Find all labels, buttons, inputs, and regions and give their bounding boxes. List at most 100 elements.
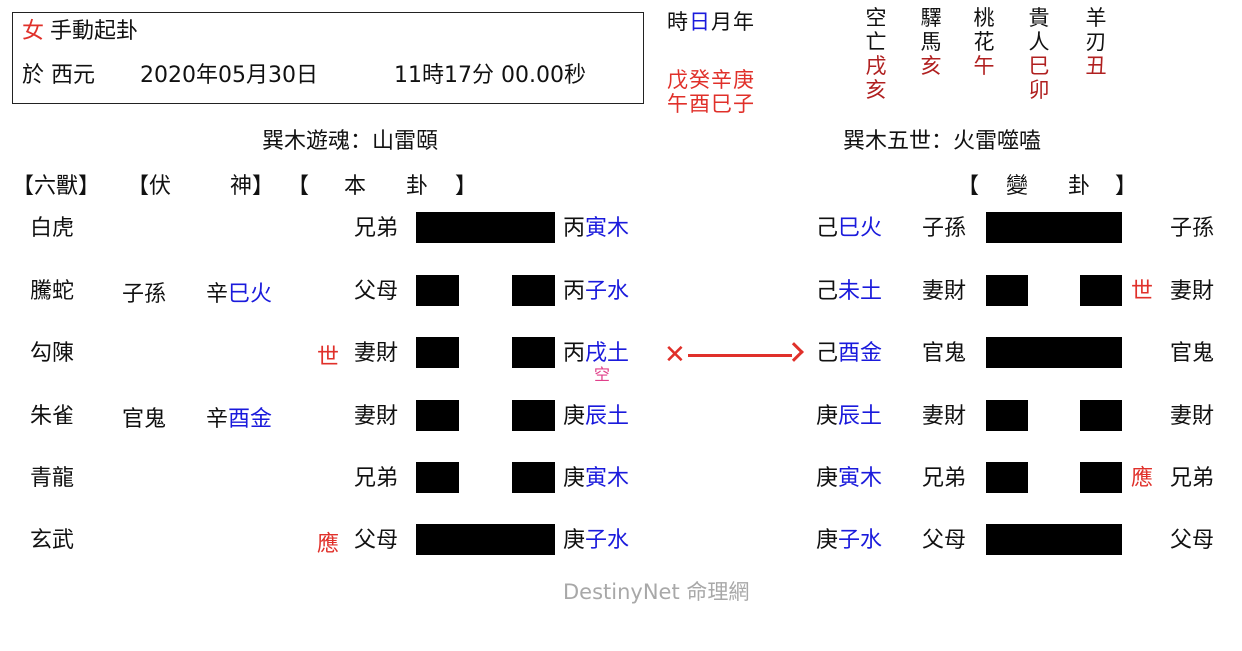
najia-3: 丙戌土: [563, 343, 629, 365]
branch: 子水: [838, 528, 883, 553]
hidden-najia-2: 辛巳火: [206, 284, 272, 306]
pillar-labels: 時日月年: [667, 6, 755, 36]
shensha-name: 羊: [1085, 6, 1107, 30]
pillar-month-label: 月: [711, 10, 733, 34]
najia-5: 庚寅木: [563, 468, 629, 490]
hidden-najia-4: 辛酉金: [206, 409, 272, 431]
arrow-head-icon: [784, 342, 804, 362]
shensha-value: 戌: [865, 54, 887, 78]
ying-marker-changed: 應: [1131, 466, 1154, 491]
stem: 辛: [206, 407, 229, 432]
beast-1: 白虎: [30, 216, 75, 241]
relation-6: 父母: [354, 528, 399, 553]
shensha-taohua: 桃 花 午: [969, 8, 999, 77]
branch: 寅木: [585, 466, 630, 491]
branch: 巳火: [228, 282, 273, 307]
stem: 丙: [563, 341, 586, 366]
c-yin-line-4a: [986, 400, 1028, 431]
stem: 己: [816, 216, 839, 241]
c-yin-line-2a: [986, 275, 1028, 306]
shi-marker-main: 世: [317, 345, 340, 370]
c-najia-2: 己未土: [816, 281, 882, 303]
beast-3: 勾陳: [30, 341, 75, 366]
branch: 戌土: [585, 341, 630, 366]
c-relation-1: 子孫: [922, 216, 967, 241]
shensha-yangren: 羊 刃 丑: [1081, 8, 1111, 77]
header-hidden-open: 【伏: [127, 174, 172, 199]
branch: 子水: [585, 279, 630, 304]
najia-2: 丙子水: [563, 281, 629, 303]
c-relation-right-2: 妻財: [1170, 279, 1215, 304]
header-changed-2: 卦: [1068, 174, 1091, 199]
stem: 己: [816, 279, 839, 304]
date-prefix: 於 西元: [22, 63, 95, 88]
branch: 酉金: [838, 341, 883, 366]
c-relation-4: 妻財: [922, 404, 967, 429]
c-relation-2: 妻財: [922, 279, 967, 304]
stem: 庚: [563, 528, 586, 553]
hidden-relation-4: 官鬼: [122, 407, 167, 432]
yin-line-5a: [416, 462, 459, 493]
branch: 巳火: [838, 216, 883, 241]
header-six-beasts: 【六獸】: [12, 174, 101, 199]
stem: 辛: [206, 282, 229, 307]
najia-4: 庚辰土: [563, 406, 629, 428]
c-najia-5: 庚寅木: [816, 468, 882, 490]
c-yang-line-3: [986, 337, 1122, 368]
shensha-value: 亥: [865, 78, 887, 102]
c-najia-4: 庚辰土: [816, 406, 882, 428]
shensha-name: 亡: [865, 30, 887, 54]
header-hidden-close: 神】: [230, 174, 275, 199]
branch: 未土: [838, 279, 883, 304]
beast-2: 騰蛇: [30, 279, 75, 304]
header-changed-open: 【: [957, 174, 980, 199]
gender-label: 女: [22, 19, 45, 44]
branch: 酉金: [228, 407, 273, 432]
yin-line-4b: [512, 400, 555, 431]
shensha-value: 巳: [1028, 54, 1050, 78]
pillar-year-label: 年: [733, 10, 755, 34]
header-changed-1: 變: [1006, 174, 1029, 199]
yin-line-3b: [512, 337, 555, 368]
shensha-name: 貴: [1028, 6, 1050, 30]
c-relation-right-5: 兄弟: [1170, 466, 1215, 491]
shensha-yima: 驛 馬 亥: [916, 8, 946, 77]
najia-1: 丙寅木: [563, 218, 629, 240]
c-najia-3: 己酉金: [816, 343, 882, 365]
beast-4: 朱雀: [30, 404, 75, 429]
shensha-kongwang: 空 亡 戌 亥: [861, 8, 891, 101]
c-yin-line-5b: [1080, 462, 1122, 493]
method-label: 手動起卦: [50, 19, 139, 44]
header-main-open: 【: [287, 174, 310, 199]
yang-line-1: [416, 212, 555, 243]
beast-6: 玄武: [30, 528, 75, 553]
header-main-2: 卦: [406, 174, 429, 199]
c-najia-1: 己巳火: [816, 218, 882, 240]
shi-marker-changed: 世: [1131, 279, 1154, 304]
void-marker: 空: [594, 365, 611, 384]
footer-brand: DestinyNet 命理網: [563, 580, 750, 604]
yang-line-6: [416, 524, 555, 555]
branch: 辰土: [838, 404, 883, 429]
stem: 庚: [816, 528, 839, 553]
yin-line-4a: [416, 400, 459, 431]
time-value: 11時17分 00.00秒: [394, 63, 586, 88]
shensha-name: 馬: [920, 30, 942, 54]
c-yin-line-5a: [986, 462, 1028, 493]
shensha-name: 刃: [1085, 30, 1107, 54]
hidden-relation-2: 子孫: [122, 282, 167, 307]
pillar-stems: 戊癸辛庚: [667, 68, 755, 92]
branch: 寅木: [838, 466, 883, 491]
shensha-name: 花: [973, 30, 995, 54]
shensha-value: 午: [973, 54, 995, 78]
c-yin-line-4b: [1080, 400, 1122, 431]
c-relation-6: 父母: [922, 528, 967, 553]
c-relation-right-3: 官鬼: [1170, 341, 1215, 366]
c-yang-line-6: [986, 524, 1122, 555]
shensha-guiren: 貴 人 巳 卯: [1024, 8, 1054, 101]
relation-5: 兄弟: [354, 466, 399, 491]
stem: 丙: [563, 279, 586, 304]
shensha-name: 驛: [920, 6, 942, 30]
main-hexagram-title: 巽木遊魂：山雷頤: [262, 129, 439, 154]
header-changed-close: 】: [1115, 174, 1138, 199]
